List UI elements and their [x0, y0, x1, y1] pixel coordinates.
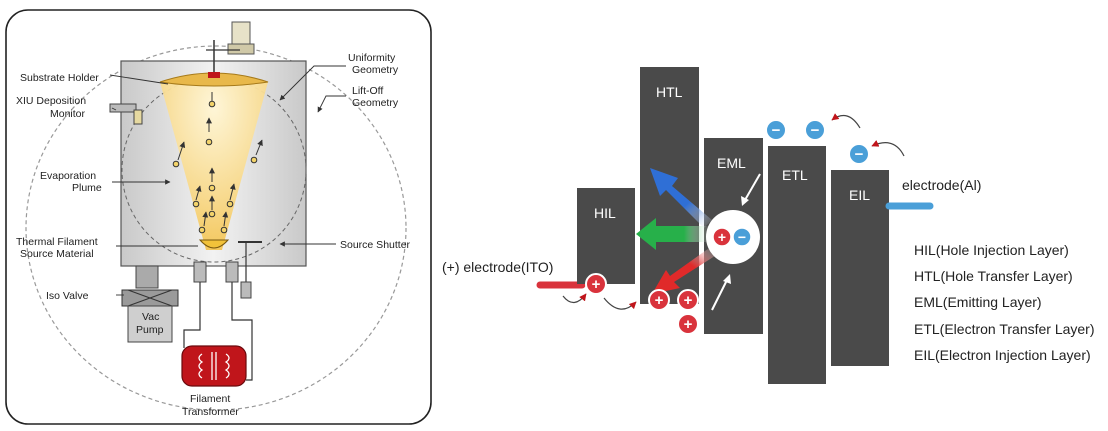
leader-lines: [109, 65, 346, 296]
rotation-motor: [231, 21, 251, 45]
electron-icon: [848, 143, 870, 165]
electrons: [765, 119, 870, 165]
exciton-hole-sign: +: [718, 229, 726, 245]
electron-icon: [765, 119, 787, 141]
substrate-holder: [159, 72, 269, 87]
layer-hil-label: HIL: [594, 205, 616, 221]
label-source-shutter: Source Shutter: [340, 239, 411, 251]
shutter-feedthrough: [240, 281, 252, 299]
electron-sign: −: [855, 146, 864, 163]
lift-off-geometry-circle: [25, 45, 407, 411]
layer-eil-label: EIL: [849, 187, 870, 203]
label-lift-off-geometry-line2: Geometry: [352, 97, 399, 109]
label-filament-transformer-line2: Transformer: [182, 406, 239, 418]
electron-signs: − − −: [772, 122, 864, 163]
legend-eil: EIL(Electron Injection Layer): [914, 347, 1091, 363]
label-deposition-monitor-line1: XIU Deposition: [16, 95, 86, 107]
label-evaporation-plume-line2: Plume: [72, 182, 102, 194]
hole-sign: +: [592, 276, 601, 293]
label-vac-pump-line1: Vac: [142, 311, 159, 323]
legend-etl: ETL(Electron Transfer Layer): [914, 321, 1095, 337]
label-filament-transformer-line1: Filament: [190, 393, 230, 405]
uniformity-geometry-circle: [121, 77, 307, 263]
iso-valve-x: [127, 289, 173, 307]
oled-structure-panel: (+) electrode(ITO) HIL HTL EML ETL EIL e…: [442, 67, 1095, 384]
layer-etl-label: ETL: [782, 167, 808, 183]
layer-htl-label: HTL: [656, 84, 683, 100]
label-thermal-filament-line1: Thermal Filament: [16, 236, 98, 248]
legend-hil: HIL(Hole Injection Layer): [914, 242, 1069, 258]
hole-sign: +: [684, 316, 693, 333]
electron-icon: [804, 119, 826, 141]
label-uniformity-geometry-line2: Geometry: [352, 64, 399, 76]
blue-emission-arrow-icon: [650, 168, 712, 228]
hole-icon: [677, 289, 699, 311]
holes: [585, 273, 699, 335]
electron-hop-arrow: [871, 140, 905, 157]
hole-into-eml-arrow: [711, 279, 728, 311]
label-deposition-monitor-line2: Monitor: [50, 108, 86, 120]
deposition-monitor: [109, 103, 137, 113]
green-emission-arrow-icon: [636, 218, 710, 250]
deposition-monitor-head: [133, 109, 143, 125]
exciton-electron-icon: [732, 227, 752, 247]
label-thermal-filament-line2: Source Material: [20, 248, 94, 260]
hole-icon: [677, 313, 699, 335]
label-lift-off-geometry-line1: Lift-Off: [352, 85, 383, 97]
evaporation-plume: [160, 82, 268, 250]
electron-sign: −: [772, 122, 781, 139]
cathode-label: electrode(Al): [902, 177, 981, 193]
hole-into-eml-arrowhead: [723, 274, 731, 284]
layer-eil: [831, 170, 889, 366]
source-boat: [198, 239, 230, 249]
label-uniformity-geometry-line1: Uniformity: [348, 52, 396, 64]
label-evaporation-plume-line1: Evaporation: [40, 170, 96, 182]
hole-icon: [648, 289, 670, 311]
layer-legend: HIL(Hole Injection Layer) HTL(Hole Trans…: [914, 242, 1095, 363]
hole-signs: + + + +: [592, 276, 693, 333]
pump-neck: [135, 265, 159, 289]
red-emission-arrow-icon: [652, 246, 718, 294]
anode-label: (+) electrode(ITO): [442, 259, 553, 275]
label-iso-valve: Iso Valve: [46, 290, 89, 302]
electron-hop-arrow: [831, 113, 861, 129]
evaporation-chamber-panel: Substrate Holder XIU Deposition Monitor …: [5, 9, 432, 425]
exciton-electron-sign: −: [738, 229, 746, 245]
filament-wires: [183, 282, 253, 381]
label-substrate-holder: Substrate Holder: [20, 72, 99, 84]
hole-icon: [585, 273, 607, 295]
transformer-coil-icon: [198, 352, 230, 380]
particle-trajectories: [172, 92, 263, 234]
legend-htl: HTL(Hole Transfer Layer): [914, 268, 1073, 284]
feedthrough-left: [193, 261, 207, 283]
layer-eml-label: EML: [717, 155, 746, 171]
filament-transformer: [181, 345, 247, 387]
hole-hop-arrow: [562, 293, 587, 304]
feedthrough-right: [225, 261, 239, 283]
legend-eml: EML(Emitting Layer): [914, 294, 1042, 310]
electron-into-eml-arrowhead: [741, 196, 749, 206]
label-vac-pump-line2: Pump: [136, 324, 164, 336]
electron-into-eml-arrow: [744, 173, 761, 201]
layer-hil: [577, 188, 635, 284]
vac-pump: [127, 305, 173, 343]
hole-hop-arrow: [603, 297, 637, 310]
hole-sign: +: [655, 292, 664, 309]
electron-sign: −: [811, 122, 820, 139]
hole-sign: +: [684, 292, 693, 309]
transfer-arrows: [562, 113, 905, 310]
substrate-center: [208, 72, 220, 78]
rotation-motor-base: [227, 43, 255, 55]
exciton-hole-icon: [712, 227, 732, 247]
layer-etl: [768, 146, 826, 384]
